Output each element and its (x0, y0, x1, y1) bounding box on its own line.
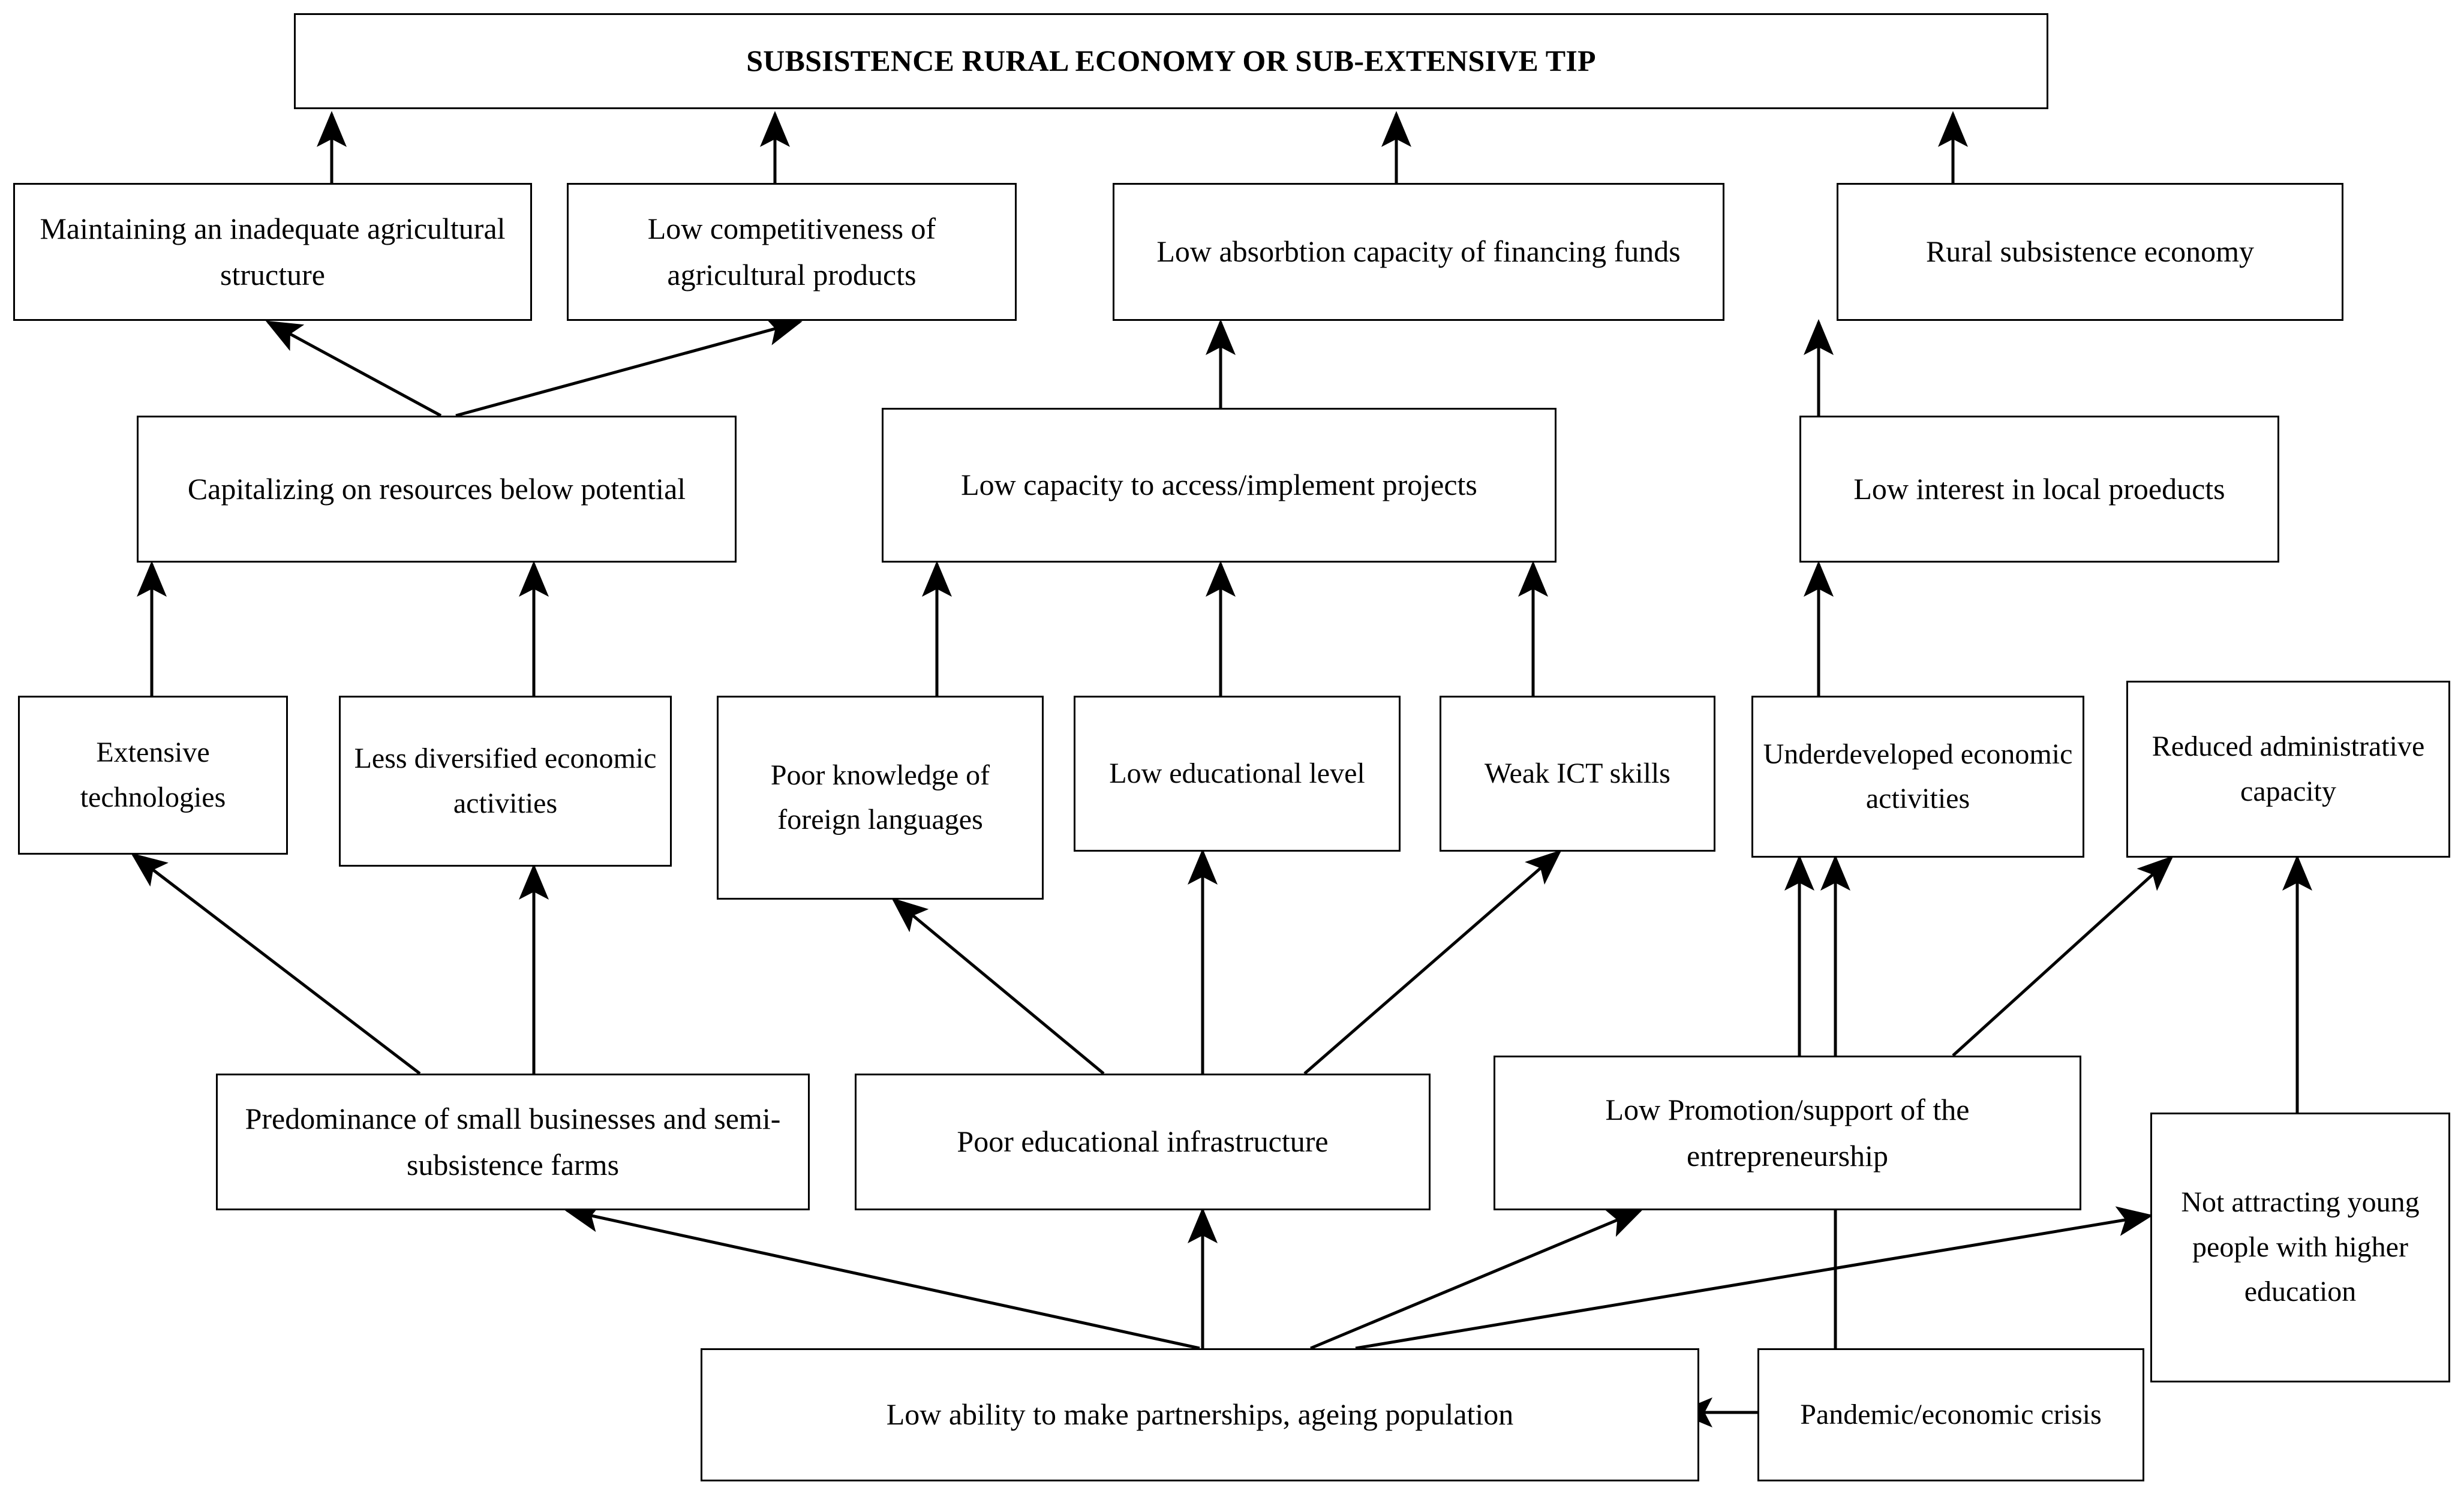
node-label: Maintaining an inadequate agricultural s… (40, 211, 506, 292)
node-low-partnerships[interactable]: Low ability to make partnerships, ageing… (701, 1348, 1699, 1481)
node-label: Poor knowledge of foreign languages (770, 759, 990, 835)
node-label: Rural subsistence economy (1925, 235, 2255, 269)
node-less-diversified[interactable]: Less diversified economic activities (339, 696, 672, 867)
edge-capitalizing-to-low-competitiveness (455, 316, 803, 417)
node-not-attracting-young-people[interactable]: Not attracting young people with higher … (2150, 1113, 2450, 1382)
node-weak-ict[interactable]: Weak ICT skills (1440, 696, 1715, 852)
node-label: Pandemic/economic crisis (1800, 1398, 2102, 1430)
node-label: Low educational level (1109, 757, 1365, 789)
edge-low-promotion-to-reduced-admin (1952, 855, 2174, 1057)
edge-low-partnerships-to-predominance (564, 1203, 1200, 1350)
node-label: Underdeveloped economic activities (1763, 738, 2073, 814)
node-label: Low capacity to access/implement project… (961, 468, 1477, 502)
node-low-education[interactable]: Low educational level (1074, 696, 1401, 852)
node-label: Capitalizing on resources below potentia… (187, 471, 686, 506)
node-reduced-administrative-capacity[interactable]: Reduced administrative capacity (2126, 681, 2450, 858)
node-label: Less diversified economic activities (354, 742, 657, 819)
node-label: Low Promotion/support of the entrepreneu… (1605, 1092, 1970, 1173)
node-extensive-technologies[interactable]: Extensive technologies (18, 696, 288, 855)
node-label: Low interest in local proeducts (1853, 471, 2225, 506)
edge-predominance-to-extensive-tech (131, 852, 421, 1075)
node-label: Extensive technologies (80, 737, 226, 813)
node-label: Poor educational infrastructure (957, 1125, 1329, 1159)
edge-capitalizing-to-inadequate-structure (265, 320, 442, 417)
node-underdeveloped-economic-activities[interactable]: Underdeveloped economic activities (1751, 696, 2084, 858)
edge-low-partnerships-to-not-attracting-young (1355, 1206, 2153, 1350)
node-rural-subsistence[interactable]: Rural subsistence economy (1837, 183, 2343, 321)
edge-low-partnerships-to-low-promotion (1310, 1209, 1643, 1350)
node-core-problem[interactable]: SUBSISTENCE RURAL ECONOMY OR SUB-EXTENSI… (294, 13, 2048, 109)
node-low-promotion-support[interactable]: Low Promotion/support of the entrepreneu… (1494, 1056, 2081, 1210)
node-label: Predominance of small businesses and sem… (245, 1101, 781, 1182)
node-pandemic-economic-crisis[interactable]: Pandemic/economic crisis (1757, 1348, 2144, 1481)
edge-poor-edu-infra-to-weak-ict (1303, 849, 1562, 1075)
node-label: Reduced administrative capacity (2152, 731, 2425, 807)
node-poor-educational-infrastructure[interactable]: Poor educational infrastructure (855, 1074, 1431, 1210)
node-label: Low ability to make partnerships, ageing… (886, 1397, 1514, 1432)
node-label: Low competitiveness of agricultural prod… (647, 211, 936, 292)
node-poor-languages[interactable]: Poor knowledge of foreign languages (717, 696, 1044, 900)
node-predominance-small-businesses[interactable]: Predominance of small businesses and sem… (216, 1074, 810, 1210)
node-label: Low absorbtion capacity of financing fun… (1156, 235, 1681, 269)
node-low-absorbtion[interactable]: Low absorbtion capacity of financing fun… (1113, 183, 1724, 321)
node-label: Weak ICT skills (1485, 757, 1670, 789)
node-low-interest-local[interactable]: Low interest in local proeducts (1799, 416, 2279, 563)
node-low-capacity-projects[interactable]: Low capacity to access/implement project… (882, 408, 1556, 563)
node-low-competitiveness[interactable]: Low competitiveness of agricultural prod… (567, 183, 1017, 321)
node-inadequate-structure[interactable]: Maintaining an inadequate agricultural s… (13, 183, 532, 321)
edge-poor-edu-infra-to-poor-languages (891, 897, 1105, 1075)
node-capitalizing-resources[interactable]: Capitalizing on resources below potentia… (137, 416, 737, 563)
node-label: Not attracting young people with higher … (2181, 1186, 2420, 1308)
node-label: SUBSISTENCE RURAL ECONOMY OR SUB-EXTENSI… (746, 44, 1596, 78)
